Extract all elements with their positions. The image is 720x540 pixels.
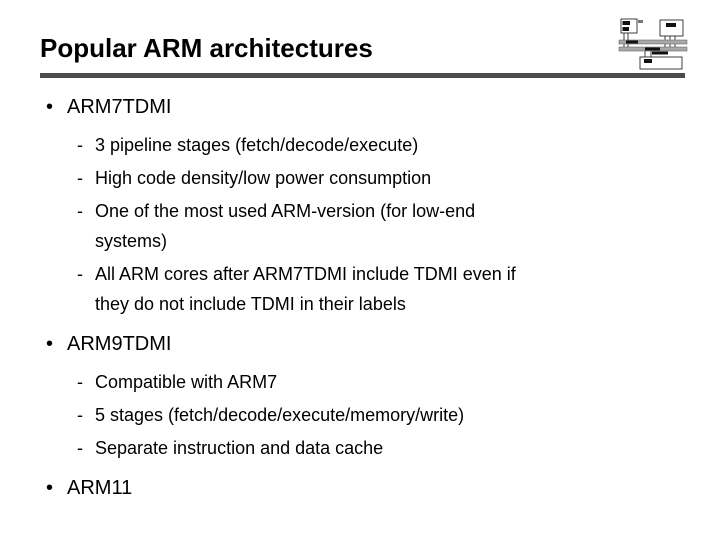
dash-marker: - — [77, 372, 83, 392]
bullet-dot-marker: • — [46, 333, 54, 355]
bullet-label: ARM7TDMI — [67, 96, 172, 118]
sub-bullet-line: High code density/low power consumption — [95, 168, 432, 188]
sub-bullet-item: - High code density/low power consumptio… — [40, 163, 690, 193]
dash-marker: - — [77, 264, 83, 284]
bullet-label: ARM11 — [67, 477, 133, 499]
dash-marker: - — [77, 201, 83, 221]
sub-bullet-text: Separate instruction and data cache — [95, 433, 690, 463]
sub-bullet-text: 5 stages (fetch/decode/execute/memory/wr… — [95, 400, 690, 430]
sub-bullet-line: systems) — [95, 231, 167, 251]
sub-bullet-text: Compatible with ARM7 — [95, 367, 690, 397]
bullet-dot-marker: • — [46, 477, 54, 499]
bullet-label: ARM9TDMI — [67, 333, 172, 355]
sub-bullet-line: All ARM cores after ARM7TDMI include TDM… — [95, 264, 516, 284]
sub-bullet-text: 3 pipeline stages (fetch/decode/execute) — [95, 130, 690, 160]
sub-bullet-item: - 5 stages (fetch/decode/execute/memory/… — [40, 400, 690, 430]
sub-bullet-line: 5 stages (fetch/decode/execute/memory/wr… — [95, 405, 465, 425]
sub-bullet-text: High code density/low power consumption — [95, 163, 690, 193]
sub-bullet-text: One of the most used ARM-version (for lo… — [95, 196, 690, 256]
sub-bullet-item: - 3 pipeline stages (fetch/decode/execut… — [40, 130, 690, 160]
dash-marker: - — [77, 135, 83, 155]
sub-bullet-item: - Compatible with ARM7 — [40, 367, 690, 397]
bullet-item-arm11: • ARM11 — [40, 475, 690, 501]
slide-body: • ARM7TDMI - 3 pipeline stages (fetch/de… — [40, 88, 690, 511]
bullet-item-arm9tdmi: • ARM9TDMI — [40, 331, 690, 357]
dash-marker: - — [77, 405, 83, 425]
sub-bullet-line: One of the most used ARM-version (for lo… — [95, 201, 476, 221]
sub-bullet-line: Compatible with ARM7 — [95, 372, 278, 392]
sub-bullet-text: All ARM cores after ARM7TDMI include TDM… — [95, 259, 690, 319]
sub-bullet-line: 3 pipeline stages (fetch/decode/execute) — [95, 135, 419, 155]
sub-bullet-item: - Separate instruction and data cache — [40, 433, 690, 463]
dash-marker: - — [77, 438, 83, 458]
bullet-dot-marker: • — [46, 96, 54, 118]
sub-bullet-line: Separate instruction and data cache — [95, 438, 384, 458]
sub-bullet-item: - One of the most used ARM-version (for … — [40, 196, 690, 256]
sub-bullet-line: they do not include TDMI in their labels — [95, 294, 406, 314]
dash-marker: - — [77, 168, 83, 188]
system-bus-diagram-icon — [618, 18, 688, 70]
title-underline-rule — [40, 73, 685, 78]
sub-bullet-item: - All ARM cores after ARM7TDMI include T… — [40, 259, 690, 319]
slide-title: Popular ARM architectures — [40, 33, 373, 63]
bullet-item-arm7tdmi: • ARM7TDMI — [40, 94, 690, 120]
